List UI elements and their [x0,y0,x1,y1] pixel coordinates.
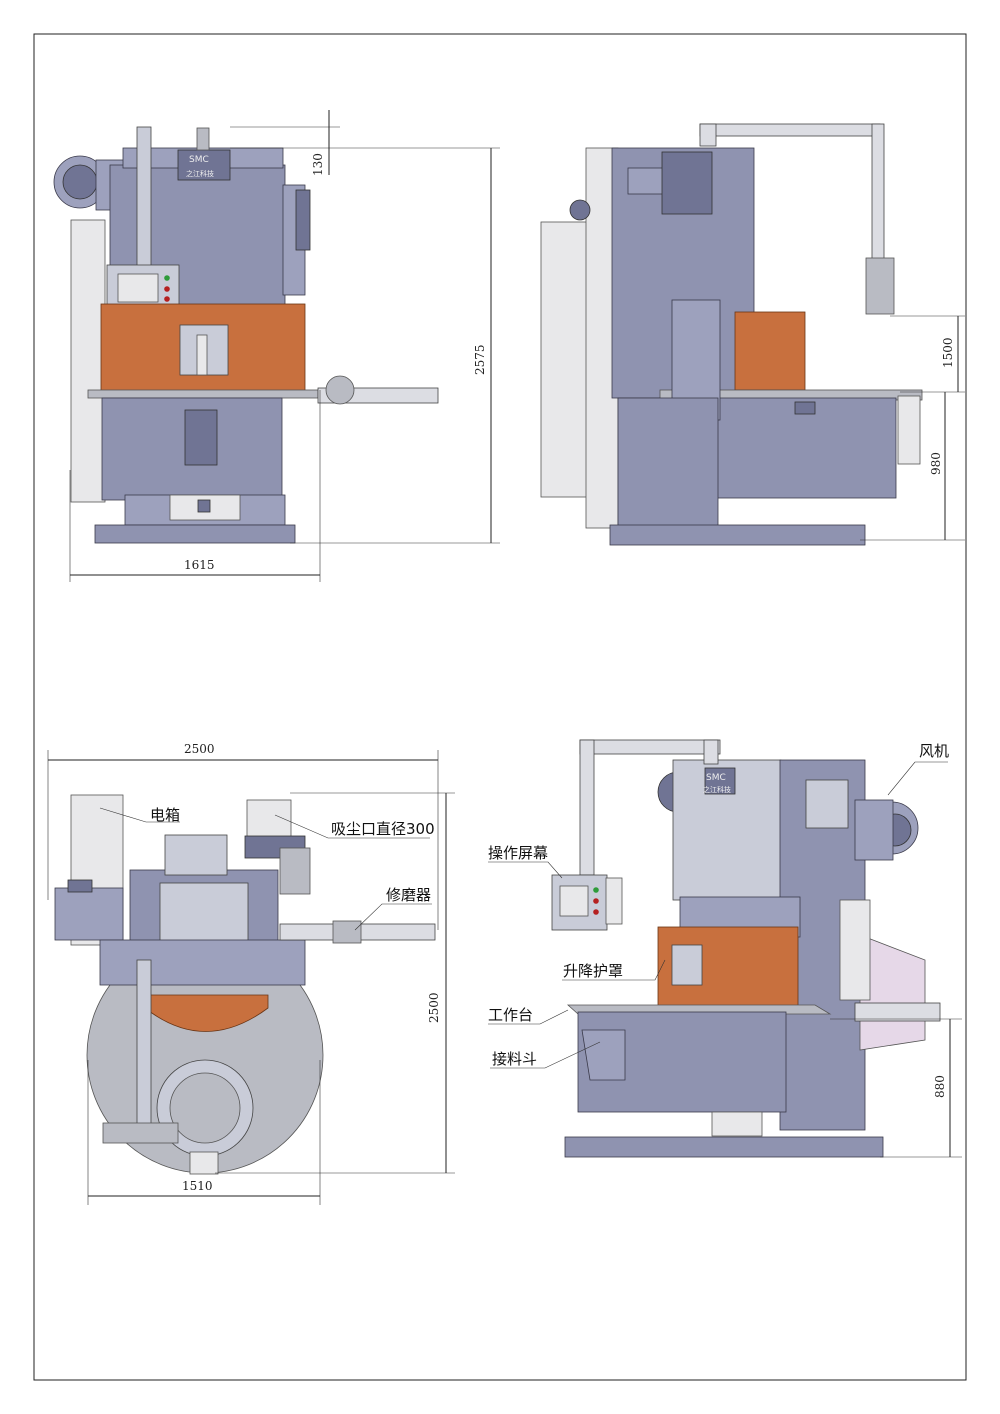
dim-1615: 1615 [184,558,215,572]
front-base [94,524,296,544]
front-logo-letters: SMC [189,155,209,165]
iso-logo-letters: SMC [706,773,726,783]
iso-view: 880 风机 操作屏幕 升降护罩 工作台 接料斗 SMC 之江科技 [488,739,962,1158]
label-dust-port: 吸尘口直径300 [331,820,435,838]
front-view: 130 2575 1615 SMC 之江科技 [53,110,500,582]
label-dresser: 修磨器 [386,886,431,904]
side-operation-screen [865,257,895,315]
dim-2575: 2575 [473,344,487,375]
side-base-body [715,397,897,499]
side-base [609,524,866,546]
dim-130: 130 [311,153,325,176]
dim-880: 880 [933,1075,947,1098]
dim-1510: 1510 [182,1179,213,1193]
label-electric-box: 电箱 [150,806,180,824]
side-view: 1500 980 [540,123,965,546]
label-worktable: 工作台 [488,1006,533,1024]
iso-receiving-hopper [581,1029,626,1081]
front-electric-box [70,219,106,503]
label-operation-screen: 操作屏幕 [488,844,548,862]
dim-980: 980 [929,452,943,475]
side-screen-arm [699,123,881,137]
dim-2500-depth: 2500 [427,992,441,1023]
top-dust-port [246,799,292,841]
dim-2500-width: 2500 [184,742,215,756]
drawing-frame [33,33,967,1381]
iso-base [564,1136,884,1158]
front-logo-company: 之江科技 [186,169,214,178]
label-receiving-hopper: 接料斗 [492,1050,537,1068]
dim-1500: 1500 [941,337,955,368]
top-view: 2500 2500 1510 电箱 吸尘口直径300 修磨器 [47,742,455,1205]
iso-logo-company: 之江科技 [703,785,731,794]
iso-screen-arm [579,739,721,755]
label-lifting-guard: 升降护罩 [563,962,623,980]
front-worktable [87,389,319,399]
label-fan: 风机 [919,742,949,760]
side-lifting-guard [734,311,806,391]
